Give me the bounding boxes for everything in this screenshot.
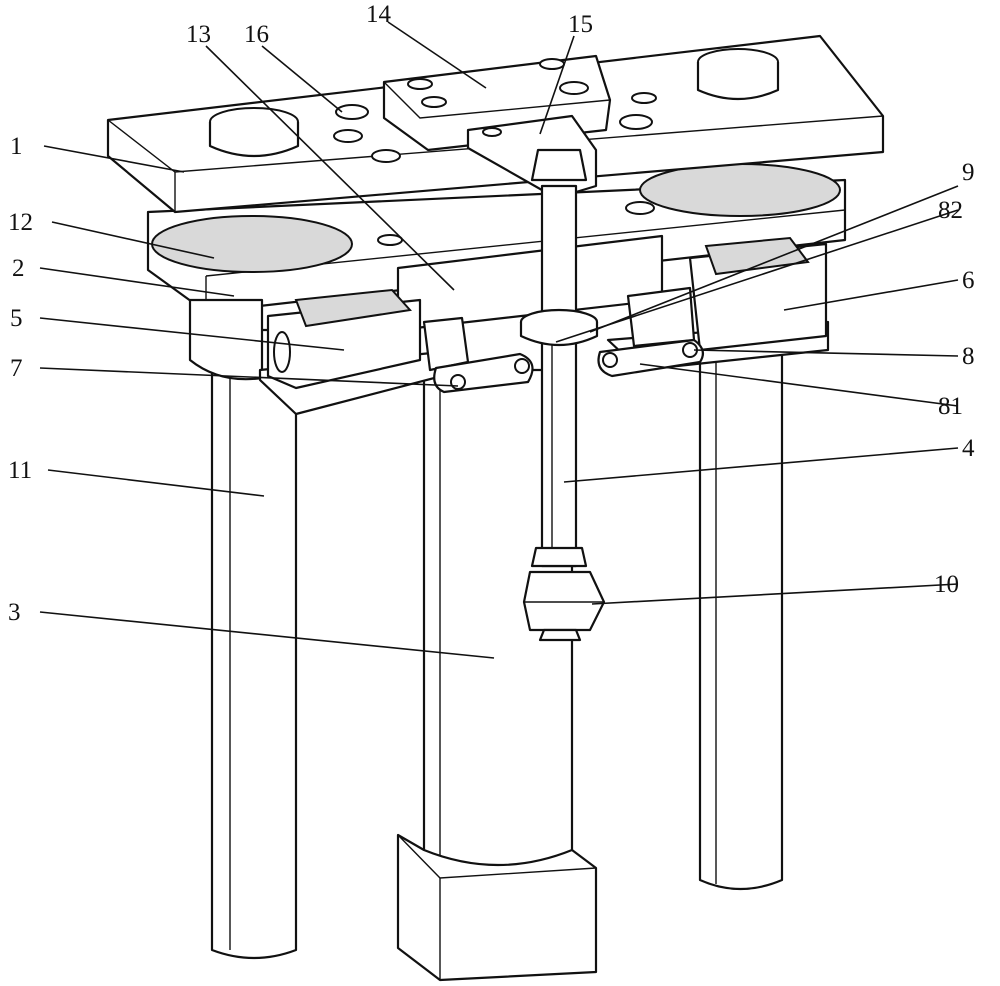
label-3: 3 (8, 599, 21, 626)
right-switch-head (626, 286, 696, 348)
label-16: 16 (244, 21, 269, 48)
label-81: 81 (938, 393, 963, 420)
label-15: 15 (568, 11, 593, 38)
left-lever-roller (514, 358, 530, 374)
mount-hole (333, 129, 363, 143)
rod-nut (530, 148, 588, 182)
right-roller-lever (597, 338, 705, 378)
label-11: 11 (8, 457, 32, 484)
reference-labels: 1 2 3 4 5 6 7 8 9 10 11 12 13 14 15 16 8… (8, 1, 975, 626)
rod-collar (519, 308, 599, 347)
mount-hole (335, 104, 369, 120)
label-1: 1 (10, 133, 23, 160)
bracket-hole (482, 127, 502, 137)
right-round-pad (639, 163, 841, 217)
label-10: 10 (934, 571, 959, 598)
label-4: 4 (962, 435, 975, 462)
plate-hole (421, 96, 447, 108)
label-12: 12 (8, 209, 33, 236)
left-switch-head (422, 316, 470, 372)
right-switch-top (704, 236, 810, 276)
mount-hole (377, 234, 403, 246)
label-5: 5 (10, 305, 23, 332)
plate-hole (559, 81, 589, 95)
rod-fitting (522, 570, 606, 642)
label-14: 14 (366, 1, 392, 28)
label-8: 8 (962, 343, 975, 370)
label-82: 82 (938, 197, 963, 224)
label-13: 13 (186, 21, 211, 48)
label-2: 2 (12, 255, 25, 282)
left-round-pad (151, 215, 353, 273)
left-switch-top (294, 288, 412, 328)
mount-hole (625, 201, 655, 215)
right-boss (696, 62, 780, 101)
mount-hole (371, 149, 401, 163)
left-lever-pin (450, 374, 466, 390)
rod-lower-nut (530, 546, 588, 568)
label-6: 6 (962, 267, 975, 294)
left-switch-port (273, 331, 291, 373)
label-7: 7 (10, 355, 23, 382)
right-lever-roller (602, 352, 618, 368)
mount-hole (619, 114, 653, 130)
leader-lines (39, 21, 959, 659)
mount-hole (631, 92, 657, 104)
label-9: 9 (962, 159, 975, 186)
plate-hole (407, 78, 433, 90)
plate-hole (539, 58, 565, 70)
left-boss (208, 122, 300, 158)
left-switch-assembly (258, 288, 534, 416)
left-guide-column (210, 328, 298, 960)
base-block (396, 833, 598, 982)
piston-rod (530, 148, 588, 568)
rod-shaft (540, 184, 578, 568)
